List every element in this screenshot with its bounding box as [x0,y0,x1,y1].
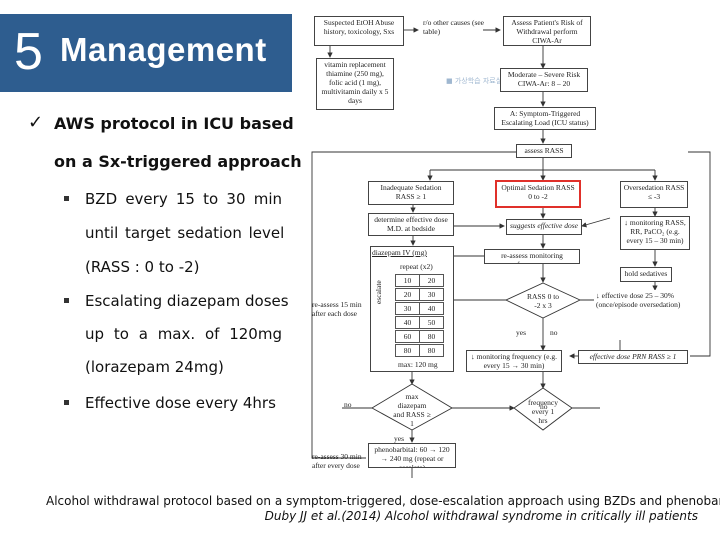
moderate-risk-box: Moderate – Severe Risk CIWA-Ar: 8 – 20 [500,68,588,92]
hold-sedatives-box: hold sedatives [620,267,672,282]
sub-bullet-1-line1: BZD every 15 to 30 min [85,190,282,208]
table-cell: 30 [395,302,420,315]
inadequate-sedation-box: Inadequate Sedation RASS ≥ 1 [368,181,454,205]
table-cell: 40 [419,302,444,315]
no-label-2: no [344,400,352,409]
determine-dose-box: determine effective dose M.D. at bedside [368,213,454,236]
citation: Duby JJ et al.(2014) Alcohol withdrawal … [264,509,698,523]
word: to [203,190,219,208]
sub-bullet-2-line2: up to a max. of 120mg [85,325,282,343]
oversedation-box: Oversedation RASS ≤ -3 [620,181,688,208]
phenobarbital-box: phenobarbital: 60 → 120 → 240 mg (repeat… [368,443,456,468]
word: 120mg [229,325,282,343]
max-diamond-text: max diazepam and RASS ≥ 1 [393,392,431,428]
prn-dose-box: effective dose PRN RASS ≥ 1 [578,350,688,364]
slide-title: Management [60,31,267,68]
square-bullet-icon [64,196,69,201]
rule-out-text: r/o other causes (see table) [423,18,485,36]
square-bullet-icon [64,400,69,405]
sub-bullet-2-line3: (lorazepam 24mg) [85,358,224,376]
assess-risk-box: Assess Patient's Risk of Withdrawal perf… [503,16,591,46]
word: to [113,325,129,343]
table-cell: 20 [395,288,420,301]
no-label-3: no [540,402,548,411]
sub-bullet-2-line1: Escalating diazepam doses [85,292,289,310]
reassess15-label: re-assess 15 min after each dose [312,300,362,318]
table-header: diazepam IV (mg) [372,248,427,257]
table-cell: 20 [419,274,444,287]
word: of [204,325,220,343]
figure-caption: Alcohol withdrawal protocol based on a s… [46,494,720,508]
optimal-sedation-box: Optimal Sedation RASS 0 to -2 [495,180,581,208]
sub-bullet-3-line1: Effective dose every 4hrs [85,394,276,412]
table-max: max: 120 mg [398,360,438,369]
vitamin-box: vitamin replacement thiamine (250 mg), f… [316,58,394,110]
table-cell: 30 [419,288,444,301]
yes-label-2: yes [394,434,404,443]
table-cell: 80 [395,344,420,357]
protocol-box: A: Symptom-Triggered Escalating Load (IC… [494,107,596,130]
word: 30 [226,190,246,208]
watermark-stamp: ■ 가상학습 자료실 [446,77,503,85]
freq-diamond-text: frequency every 1 hrs [528,398,558,425]
escalate-label: escalate [374,280,383,304]
word: 15 [175,190,195,208]
reassess-freq-box: re-assess monitoring frequency [484,249,580,264]
section-number: 5 [14,23,43,81]
main-bullet-line2: on a Sx-triggered approach [54,152,302,171]
decrease-monitor-box: ↓ monitoring frequency (e.g. every 15 → … [466,350,562,372]
decrease-dose-text: ↓ effective dose 25 – 30% (once/episode … [594,290,708,314]
rass-diamond-text: RASS 0 to -2 x 3 [526,292,560,310]
word: every [125,190,168,208]
table-subheader: repeat (x2) [400,262,433,271]
word: a [138,325,148,343]
assess-rass-box: assess RASS [516,144,572,158]
no-label-1: no [550,328,558,337]
diazepam-table [370,246,454,372]
word: BZD [85,190,118,208]
reassess30-label: re-assess 30 min after every dose [312,452,362,470]
table-cell: 60 [395,330,420,343]
yes-label-1: yes [516,328,526,337]
word: min [253,190,282,208]
table-cell: 80 [419,330,444,343]
table-cell: 50 [419,316,444,329]
table-cell: 80 [419,344,444,357]
title-banner: 5 Management [0,14,292,92]
monitor-params-box: ↓ monitoring RASS, RR, PaCO₂ (e.g. every… [620,216,690,250]
sub-bullet-1-line3: (RASS : 0 to -2) [85,258,200,276]
sub-bullet-1-line2: until target sedation level [85,224,285,242]
main-bullet-line1: AWS protocol in ICU based [54,114,294,133]
word: up [85,325,105,343]
square-bullet-icon [64,298,69,303]
checkmark-icon: ✓ [28,112,44,133]
table-cell: 10 [395,274,420,287]
table-cell: 40 [395,316,420,329]
suspected-etoh-box: Suspected EtOH Abuse history, toxicology… [314,16,404,46]
suggests-dose-box: suggests effective dose [506,219,582,235]
word: max. [157,325,196,343]
